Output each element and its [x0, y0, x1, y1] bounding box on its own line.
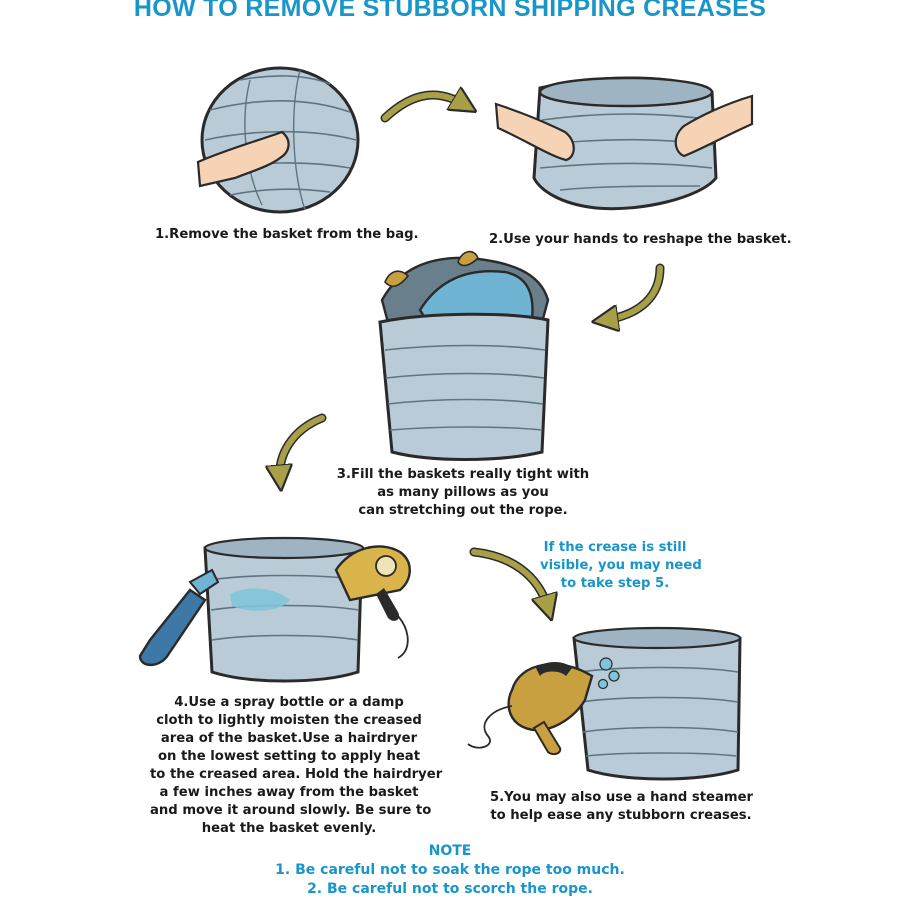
- spray-bottle-icon: [138, 588, 207, 667]
- caption-line: a few inches away from the basket: [159, 785, 419, 800]
- right-hand-icon: [674, 94, 754, 158]
- arrow-icon: [605, 265, 663, 320]
- arrow-icon: [471, 549, 548, 608]
- caption-line: to help ease any stubborn creases.: [490, 808, 752, 823]
- step-5-caption: 5.You may also use a hand steamer to hel…: [490, 789, 754, 825]
- page-title: HOW TO REMOVE STUBBORN SHIPPING CREASES: [133, 0, 767, 22]
- hand-steamer-basket-illustration: [467, 626, 742, 781]
- note-section: NOTE 1. Be careful not to soak the rope …: [0, 842, 900, 899]
- caption-line: 5.You may also use a hand steamer: [490, 790, 754, 805]
- step-5-tip: If the crease is still visible, you may …: [540, 539, 702, 593]
- caption-line: area of the basket.Use a hairdryer: [160, 731, 418, 746]
- tip-line: visible, you may need: [540, 558, 702, 573]
- hand-icon: [196, 130, 290, 188]
- caption-line: on the lowest setting to apply heat: [157, 749, 421, 764]
- caption-line: cloth to lightly moisten the creased: [156, 713, 422, 728]
- tip-line: If the crease is still: [543, 540, 687, 555]
- caption-line: heat the basket evenly.: [201, 821, 377, 836]
- caption-line: 3.Fill the baskets really tight with: [336, 467, 590, 482]
- step-2-caption: 2.Use your hands to reshape the basket.: [489, 231, 792, 249]
- caption-line: can stretching out the rope.: [358, 503, 568, 518]
- tip-line: to take step 5.: [560, 576, 670, 591]
- hand-steamer-icon: [507, 663, 594, 732]
- arrow-icon: [382, 95, 465, 121]
- step-4-caption: 4.Use a spray bottle or a damp cloth to …: [150, 694, 443, 838]
- reshaped-basket-illustration: [494, 76, 754, 211]
- arrow-icon: [280, 415, 325, 478]
- left-hand-icon: [494, 102, 575, 162]
- caption-line: 2.Use your hands to reshape the basket.: [489, 232, 792, 247]
- note-item: 2. Be careful not to scorch the rope.: [307, 881, 593, 897]
- caption-line: 4.Use a spray bottle or a damp: [174, 695, 404, 710]
- caption-line: and move it around slowly. Be sure to: [150, 803, 432, 818]
- crumpled-basket-illustration: [196, 66, 360, 214]
- step-1-caption: 1.Remove the basket from the bag.: [155, 226, 419, 244]
- caption-line: 1.Remove the basket from the bag.: [155, 227, 419, 242]
- spray-and-hairdryer-illustration: [138, 536, 411, 683]
- caption-line: as many pillows as you: [377, 485, 549, 500]
- step-3-caption: 3.Fill the baskets really tight with as …: [333, 466, 593, 520]
- note-item: 1. Be careful not to soak the rope too m…: [275, 862, 625, 878]
- caption-line: to the creased area. Hold the hairdryer: [150, 767, 443, 782]
- pillow-filled-basket-illustration: [378, 250, 550, 461]
- note-heading: NOTE: [428, 843, 472, 859]
